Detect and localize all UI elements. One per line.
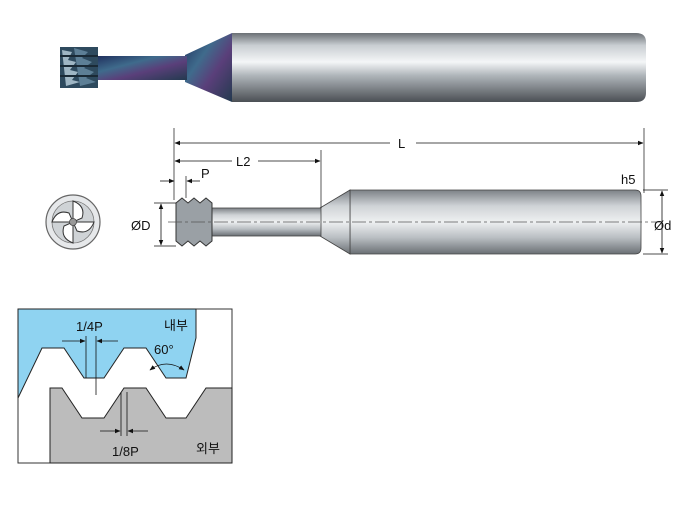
dim-L2-label: L2: [236, 154, 250, 169]
dim-d-label: Ød: [654, 218, 671, 233]
eighth-pitch-label: 1/8P: [112, 444, 139, 459]
dim-L2: L2: [174, 154, 321, 169]
tool-cutting-head: [60, 47, 98, 88]
dim-thread-angle: 60°: [149, 342, 185, 371]
dim-P-label: P: [201, 166, 210, 181]
dim-D: ØD: [131, 203, 164, 246]
external-thread-label: 외부: [196, 441, 220, 456]
dim-P: P: [160, 166, 210, 184]
tool-end-view: [45, 194, 101, 250]
tool-neck: [95, 56, 187, 80]
internal-thread-label: 내부: [164, 318, 188, 333]
dim-L: L: [174, 136, 644, 151]
quarter-pitch-label: 1/4P: [76, 319, 103, 334]
tolerance-label: h5: [621, 172, 635, 187]
internal-thread-region: [17, 308, 197, 399]
dim-quarter-pitch: 1/4P: [62, 319, 118, 395]
dim-d: Ød: [654, 190, 671, 254]
thread-angle-label: 60°: [154, 342, 174, 357]
dim-L-label: L: [398, 136, 405, 151]
tool-neck-taper: [185, 33, 232, 102]
dim-eighth-pitch: 1/8P: [100, 392, 148, 459]
tool-rendering: [60, 33, 646, 102]
tool-drawing: L L2 P ØD Ød h5: [131, 128, 671, 255]
thread-profile-panel: 1/4P 1/8P 60° 내부 외부: [17, 308, 233, 464]
dim-D-label: ØD: [131, 218, 151, 233]
external-thread-region: [49, 387, 233, 464]
tool-shank: [232, 33, 646, 102]
